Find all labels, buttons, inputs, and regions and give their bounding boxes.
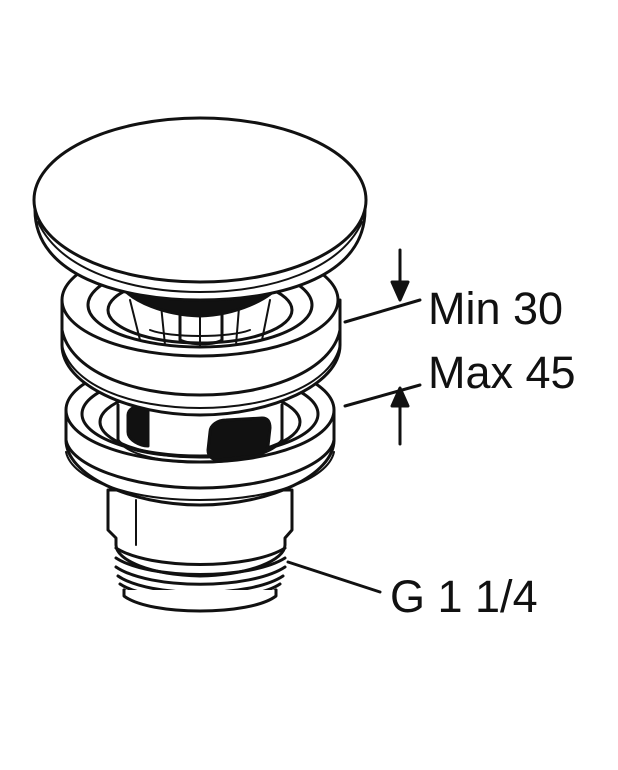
- threaded-tail: [106, 488, 294, 613]
- plug-cap: [32, 116, 368, 302]
- thread-size-label: G 1 1/4: [390, 571, 538, 622]
- min-dimension-label: Min 30: [428, 283, 564, 334]
- max-dimension-label: Max 45: [428, 347, 576, 398]
- dimension-min-max: [343, 248, 422, 446]
- thread-leader-line: [286, 560, 382, 594]
